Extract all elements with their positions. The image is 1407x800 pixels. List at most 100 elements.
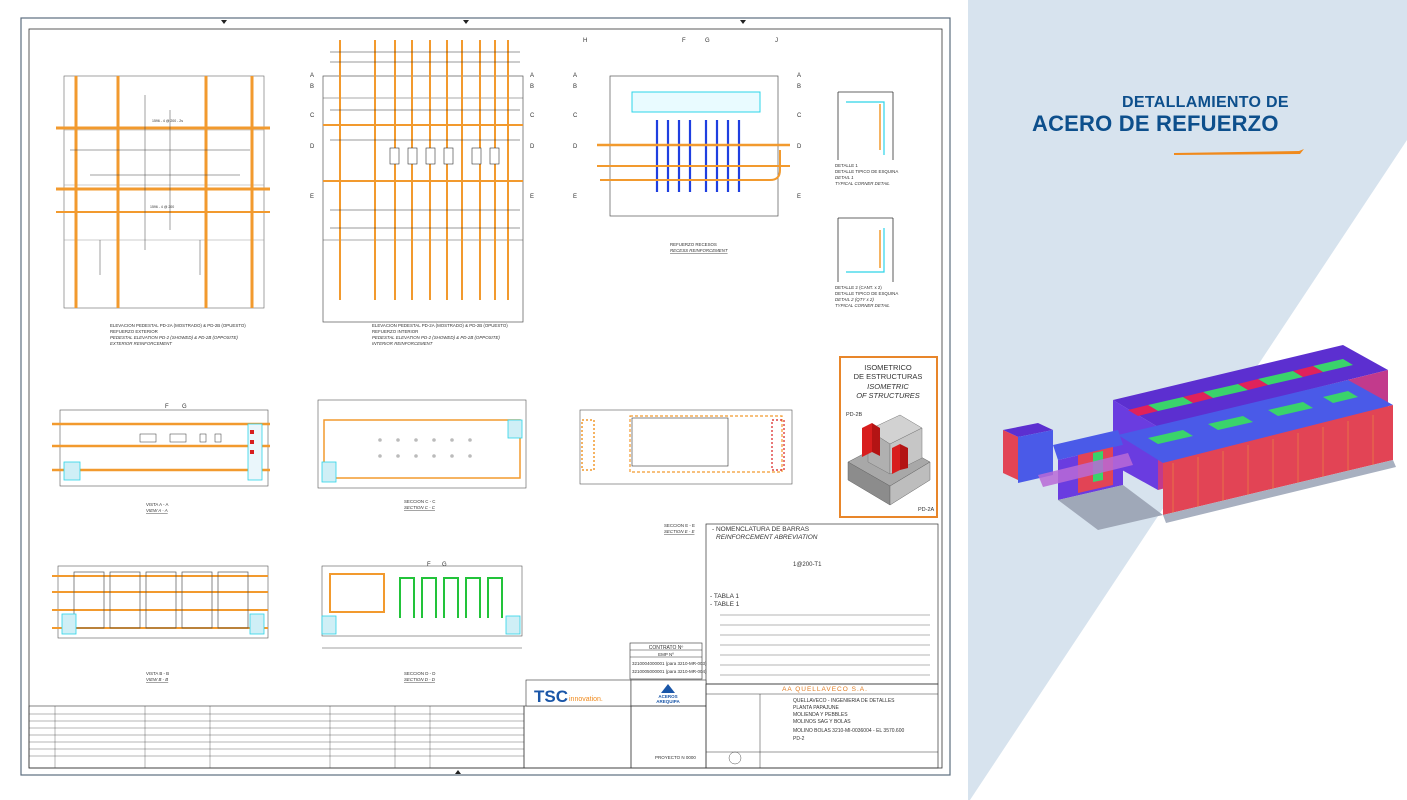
svg-text:C: C: [310, 113, 315, 119]
contract-header: CONTRATO Nº: [649, 645, 684, 651]
svg-text:D: D: [310, 144, 315, 150]
detail2-title-4: TYPICAL CORNER DETAIL: [835, 303, 890, 308]
nomenclature-box: - NOMENCLATURA DE BARRAS REINFORCEMENT A…: [705, 523, 939, 685]
revision-table: [28, 705, 632, 769]
svg-text:A: A: [797, 73, 801, 79]
svg-text:1@200-T1: 1@200-T1: [793, 562, 822, 568]
detail2-title-1: DETALLE 2 (CANT. x 2): [835, 285, 882, 290]
promo-accent-line: [1174, 149, 1304, 155]
svg-text:B: B: [310, 84, 314, 90]
svg-text:A: A: [573, 73, 577, 79]
elevation-interior: AB CDE AB CDE ELEVACION PEDESTAL PD-2A (…: [310, 40, 535, 346]
detail2-title-2: DETALLE TIPICO DE ESQUINA: [835, 291, 898, 296]
svg-text:H: H: [583, 38, 587, 44]
svg-text:G: G: [182, 404, 187, 410]
svg-text:B: B: [573, 84, 577, 90]
promo-title: ACERO DE REFUERZO: [1032, 111, 1279, 136]
title-company: AA QUELLAVECO S.A.: [782, 686, 868, 693]
contract-line-2: 3210005000001 (para 3210-MR-004): [632, 669, 707, 674]
corner-detail-1: DETALLE 1 DETALLE TIPICO DE ESQUINA DETA…: [835, 91, 898, 186]
detail1-title-4: TYPICAL CORNER DETAIL: [835, 181, 890, 186]
section-e-e: SECCION E - E SECTION E - E: [579, 409, 793, 534]
iso-title-3: ISOMETRIC: [867, 382, 909, 391]
title-line-4: MOLINOS SAG Y BOLAS: [793, 719, 851, 725]
recess-title-2: RECESS REINFORCEMENT: [670, 248, 728, 253]
promo-subtitle: DETALLAMIENTO DE: [1122, 94, 1289, 111]
svg-text:1596 - 4 @ 200: 1596 - 4 @ 200: [150, 205, 174, 209]
contract-box: CONTRATO Nº EMP Nº 3210004000001 (para 3…: [629, 642, 707, 680]
nomenclature-title: - NOMENCLATURA DE BARRAS: [712, 526, 810, 533]
svg-text:A: A: [310, 73, 314, 79]
view-aa-title-1: VISTA A - A: [146, 502, 168, 507]
svg-text:C: C: [797, 113, 802, 119]
tsc-logo-sub: innovation.: [569, 696, 603, 703]
table1-subtitle: - TABLE 1: [710, 601, 740, 608]
svg-text:E: E: [530, 194, 534, 200]
detail1-title-2: DETALLE TIPICO DE ESQUINA: [835, 169, 898, 174]
sec-ee-title-1: SECCION E - E: [664, 523, 695, 528]
contract-line-1: 3210004000001 (para 3210-MR-003): [632, 661, 707, 666]
title-line-5: MOLINO BOLAS 3210-MI-0036004 - EL 3570.6…: [793, 728, 904, 734]
sec-ee-title-2: SECTION E - E: [664, 529, 695, 534]
title-line-2: PLANTA PAPAJUNE: [793, 705, 840, 711]
logos: TSC innovation. ACEROS AREQUIPA PROYECTO…: [525, 679, 707, 769]
svg-text:F: F: [165, 404, 169, 410]
drawing-canvas: 1596 - 4 @ 200 - 2s 1596 - 4 @ 200 ELEVA…: [20, 17, 951, 776]
promo-panel: DETALLAMIENTO DE ACERO DE REFUERZO: [968, 0, 1407, 800]
contract-sub: EMP Nº: [658, 652, 674, 657]
iso-title-4: OF STRUCTURES: [856, 391, 920, 400]
table1-title: - TABLA 1: [710, 593, 739, 600]
iso-label-pd2b: PD-2B: [846, 412, 863, 418]
svg-text:F: F: [427, 562, 431, 568]
title-block: AA QUELLAVECO S.A. QUELLAVECO - INGENIER…: [705, 683, 939, 769]
elev-ext-title-1: ELEVACION PEDESTAL PD-2A (MOSTRADO) & PD…: [110, 323, 246, 328]
svg-text:G: G: [442, 562, 447, 568]
view-bb-title-2: VIEW B - B: [146, 677, 168, 682]
sec-cc-title-1: SECCION C - C: [404, 499, 435, 504]
svg-text:B: B: [530, 84, 534, 90]
svg-text:F: F: [682, 38, 686, 44]
sec-dd-title-1: SECCION D - D: [404, 671, 435, 676]
svg-text:1596 - 4 @ 200 - 2s: 1596 - 4 @ 200 - 2s: [152, 119, 183, 123]
tsc-logo: TSC: [534, 687, 568, 706]
title-line-3: MOLIENDA Y PEBBLES: [793, 712, 848, 718]
section-c-c: SECCION C - C SECTION C - C: [317, 399, 527, 510]
svg-text:D: D: [797, 144, 802, 150]
isometric-inset: ISOMETRICO DE ESTRUCTURAS ISOMETRIC OF S…: [839, 356, 938, 518]
svg-text:J: J: [775, 38, 778, 44]
elev-ext-title-2: REFUERZO EXTERIOR: [110, 329, 158, 334]
svg-text:D: D: [573, 144, 578, 150]
svg-text:E: E: [310, 194, 314, 200]
svg-text:C: C: [573, 113, 578, 119]
corner-detail-2: DETALLE 2 (CANT. x 2) DETALLE TIPICO DE …: [835, 217, 898, 308]
elev-int-title-1: ELEVACION PEDESTAL PD-2A (MOSTRADO) & PD…: [372, 323, 508, 328]
svg-text:E: E: [797, 194, 801, 200]
elev-int-title-2: REFUERZO INTERIOR: [372, 329, 418, 334]
aceros-logo-1: ACEROS: [658, 694, 677, 699]
iso-title-1: ISOMETRICO: [864, 363, 912, 372]
detail2-title-3: DETAIL 2 (QTY x 2): [835, 297, 874, 302]
section-d-d: F G SECCION D - D SECTION D - D: [321, 562, 523, 682]
svg-text:B: B: [797, 84, 801, 90]
detail1-title-1: DETALLE 1: [835, 163, 858, 168]
iso-title-2: DE ESTRUCTURAS: [854, 372, 923, 381]
svg-text:E: E: [573, 194, 577, 200]
recess-title-1: REFUERZO RECESOS: [670, 242, 717, 247]
detail1-title-3: DETAIL 1: [835, 175, 854, 180]
svg-text:D: D: [530, 144, 535, 150]
view-bb-title-1: VISTA B - B: [146, 671, 169, 676]
promo-heading: DETALLAMIENTO DE ACERO DE REFUERZO: [1032, 94, 1332, 137]
elev-int-title-3: PEDESTAL ELEVATION PD-2 (SHOWED) & PD-2B…: [372, 335, 500, 340]
svg-text:C: C: [530, 113, 535, 119]
sec-cc-title-2: SECTION C - C: [404, 505, 436, 510]
svg-text:G: G: [705, 38, 710, 44]
project-number: PROYECTO N 0000: [655, 755, 696, 760]
elev-int-title-4: INTERIOR REINFORCEMENT: [372, 341, 433, 346]
view-a-a: F G VISTA A - A VIEW A - A: [52, 404, 270, 513]
view-aa-title-2: VIEW A - A: [146, 508, 168, 513]
rebar-3d-model: [1003, 345, 1396, 530]
aceros-logo-2: AREQUIPA: [656, 699, 680, 704]
elev-ext-title-3: PEDESTAL ELEVATION PD-2 (SHOWED) & PD-2B…: [110, 335, 238, 340]
sec-dd-title-2: SECTION D - D: [404, 677, 436, 682]
